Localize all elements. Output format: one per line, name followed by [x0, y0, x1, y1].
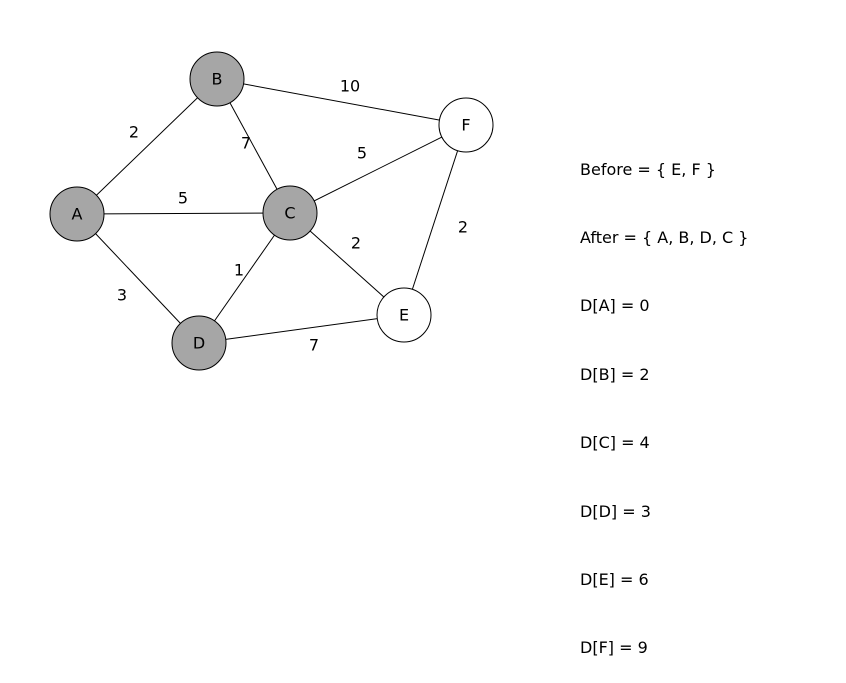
edge-weight-b-c: 7 — [241, 134, 251, 153]
distance-a-text: D[A] = 0 — [580, 296, 650, 316]
edge-a-b — [76, 78, 218, 215]
node-d: D — [171, 315, 227, 371]
edge-weight-c-f: 5 — [357, 144, 367, 163]
node-f-label: F — [461, 116, 470, 135]
node-b-label: B — [212, 70, 223, 89]
after-set-text: After = { A, B, D, C } — [580, 227, 749, 247]
node-d-label: D — [193, 334, 205, 353]
distance-b-text: D[B] = 2 — [580, 364, 650, 384]
node-c-label: C — [284, 204, 295, 223]
distance-f-text: D[F] = 9 — [580, 638, 648, 658]
node-a: A — [49, 186, 105, 242]
node-d-circle — [171, 315, 227, 371]
edge-b-f — [216, 78, 467, 126]
node-e-circle — [376, 287, 432, 343]
edge-weight-a-d: 3 — [117, 286, 127, 305]
edge-weight-d-e: 7 — [309, 336, 319, 355]
nodes-layer: A B C D E F — [49, 51, 494, 371]
edge-weight-e-f: 2 — [458, 218, 468, 237]
edge-weight-c-e: 2 — [351, 234, 361, 253]
edge-weight-c-d: 1 — [234, 261, 244, 280]
edge-weight-b-f: 10 — [340, 77, 360, 96]
edge-e-f — [403, 124, 467, 316]
node-c-circle — [262, 185, 318, 241]
node-b-circle — [189, 51, 245, 107]
node-c: C — [262, 185, 318, 241]
edge-d-e — [198, 314, 405, 344]
node-b: B — [189, 51, 245, 107]
node-e: E — [376, 287, 432, 343]
distance-d-text: D[D] = 3 — [580, 501, 651, 521]
distance-info-panel: Before = { E, F } After = { A, B, D, C }… — [580, 113, 748, 683]
before-set-text: Before = { E, F } — [580, 159, 716, 179]
distance-e-text: D[E] = 6 — [580, 569, 649, 589]
edge-weight-a-c: 5 — [178, 189, 188, 208]
edge-weight-a-b: 2 — [129, 123, 139, 142]
node-f-circle — [438, 97, 494, 153]
edge-a-c — [76, 212, 291, 215]
node-e-label: E — [399, 306, 409, 325]
node-a-circle — [49, 186, 105, 242]
node-a-label: A — [72, 205, 83, 224]
edge-c-f — [289, 124, 467, 214]
node-f: F — [438, 97, 494, 153]
edge-a-d — [76, 213, 200, 344]
distance-c-text: D[C] = 4 — [580, 433, 650, 453]
